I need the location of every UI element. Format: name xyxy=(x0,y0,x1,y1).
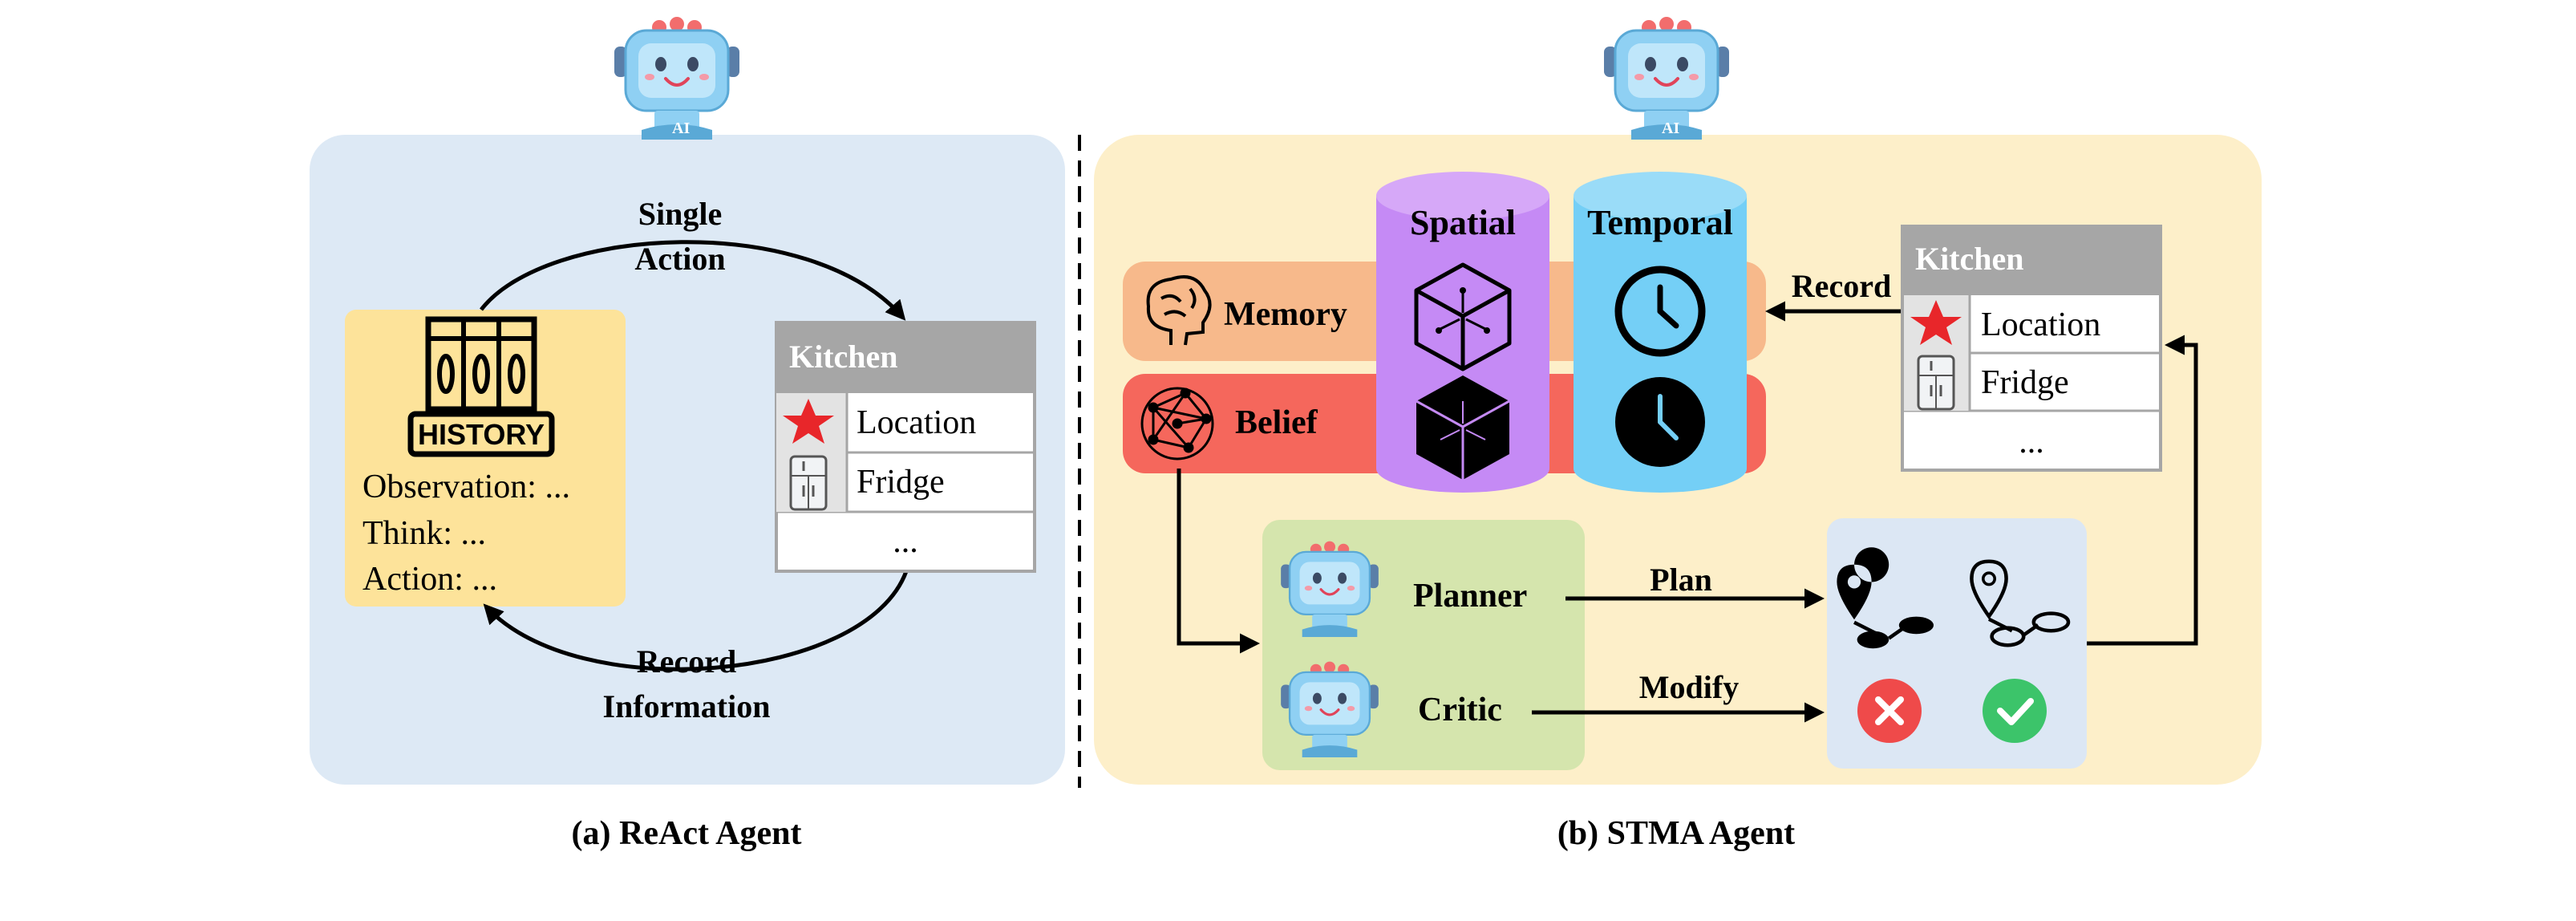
clock-icon xyxy=(1614,266,1706,357)
kitchen-table-b-row-fridge: Fridge xyxy=(1981,364,2069,401)
kitchen-table-a-row-fridge: Fridge xyxy=(857,464,945,501)
spatial-cylinder: Spatial xyxy=(1376,172,1549,493)
caption-stma-agent: (b) STMA Agent xyxy=(1557,815,1795,852)
arrow-results-to-table xyxy=(2087,335,2198,646)
record-label: Record xyxy=(1792,268,1891,304)
kitchen-table-a-ellipsis: ... xyxy=(893,523,918,560)
arrow-belief-to-agents xyxy=(1177,469,1260,654)
check-icon xyxy=(1983,679,2047,743)
history-line-observation: Observation: ... xyxy=(363,469,570,505)
robot-icon: AI xyxy=(1602,15,1731,141)
fridge-icon xyxy=(789,455,828,511)
robot-badge: AI xyxy=(672,120,690,137)
clock-icon xyxy=(1615,377,1705,467)
kitchen-table-b-ellipsis: ... xyxy=(2019,424,2044,460)
belief-label: Belief xyxy=(1235,404,1318,441)
panel-react-agent: AI HISTORY Observation: ... Think: ... A… xyxy=(310,15,1065,785)
star-icon xyxy=(783,399,834,444)
arrow-record-label-1: Record xyxy=(637,643,736,680)
arrow-single-action-label-1: Single xyxy=(638,196,722,232)
history-line-think: Think: ... xyxy=(363,515,486,552)
temporal-cylinder: Temporal xyxy=(1574,172,1747,493)
arrow-record-information xyxy=(483,570,909,671)
modify-label: Modify xyxy=(1639,669,1739,705)
memory-label: Memory xyxy=(1224,296,1347,333)
brain-icon xyxy=(1146,275,1212,346)
panel-stma-agent: AI Memory Belief Spatial xyxy=(1094,15,2262,785)
robot-icon: AI xyxy=(613,15,741,141)
kitchen-table-a-row-location: Location xyxy=(857,404,976,441)
kitchen-table-a-title: Kitchen xyxy=(789,339,898,375)
caption-react-agent: (a) ReAct Agent xyxy=(572,815,802,852)
star-icon xyxy=(1910,300,1962,345)
history-icon-label: HISTORY xyxy=(418,418,545,451)
network-icon xyxy=(1140,387,1214,460)
fridge-icon xyxy=(1917,355,1955,411)
kitchen-table-b-title: Kitchen xyxy=(1915,241,2024,277)
history-line-action: Action: ... xyxy=(363,561,497,598)
critic-label: Critic xyxy=(1418,692,1502,728)
cross-icon xyxy=(1857,679,1922,743)
arrow-record-label-2: Information xyxy=(603,688,771,724)
planner-label: Planner xyxy=(1413,578,1527,615)
kitchen-table-b-row-location: Location xyxy=(1981,306,2100,343)
kitchen-table-b: Kitchen Location Fridge ... xyxy=(1901,225,2162,472)
history-icon: HISTORY xyxy=(407,316,555,457)
kitchen-table-a: Kitchen Location Fridge ... xyxy=(775,321,1036,573)
history-box xyxy=(345,310,626,607)
robot-badge: AI xyxy=(1662,120,1679,137)
plan-label: Plan xyxy=(1650,562,1712,598)
spatial-label: Spatial xyxy=(1410,203,1516,242)
temporal-label: Temporal xyxy=(1587,203,1733,242)
arrow-single-action xyxy=(480,240,906,321)
arrow-single-action-label-2: Action xyxy=(634,241,725,277)
